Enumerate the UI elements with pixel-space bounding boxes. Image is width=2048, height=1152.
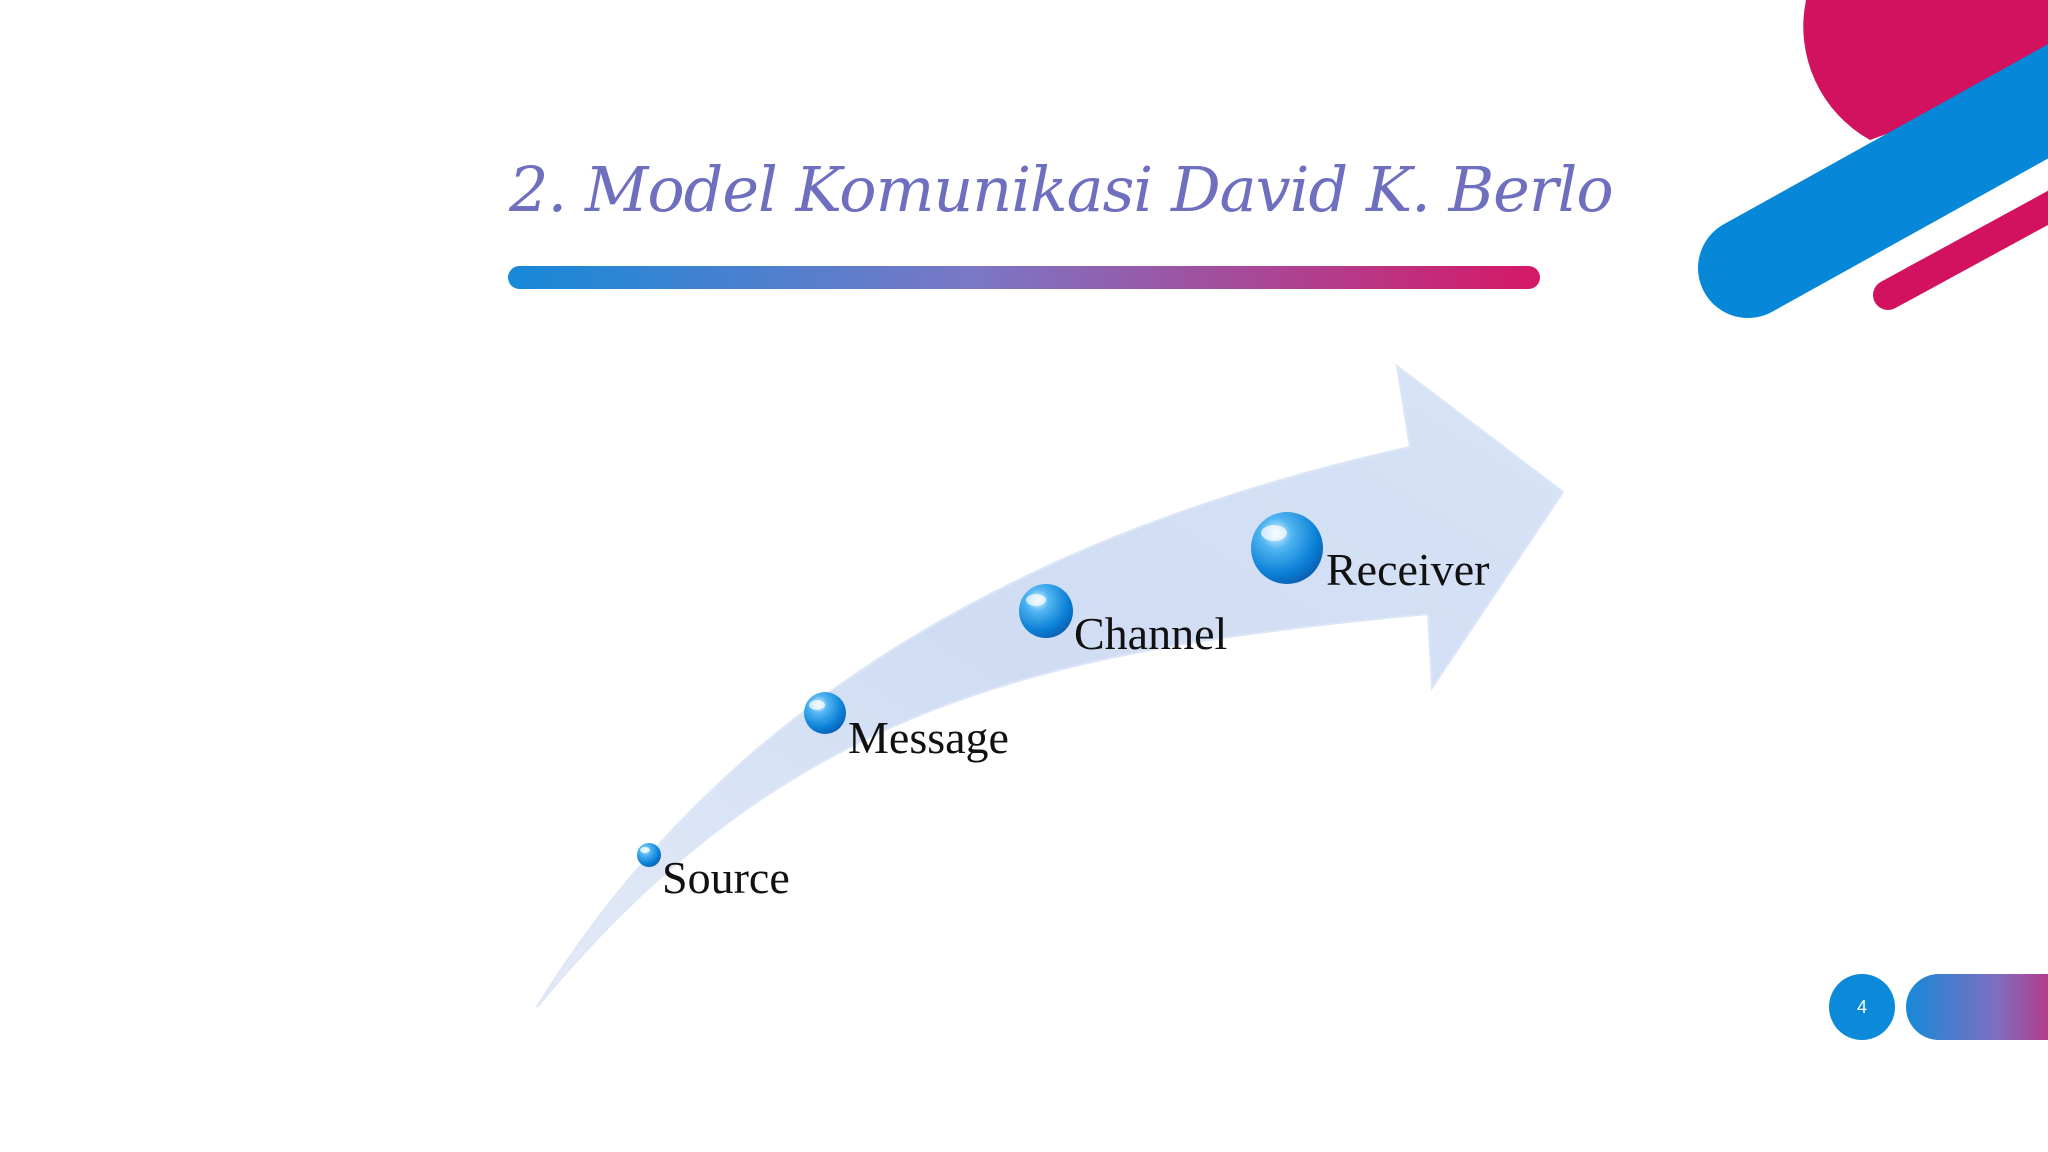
step-label-message: Message <box>848 712 1009 763</box>
step-label-source: Source <box>662 852 790 903</box>
blue-diagonal-bar-shape <box>1698 44 2048 318</box>
step-label-receiver: Receiver <box>1326 544 1490 595</box>
step-bubble-message <box>804 692 846 734</box>
step-bubble-source <box>637 843 661 867</box>
step-bubble-receiver <box>1251 512 1323 584</box>
title-underline <box>508 266 1540 289</box>
curved-arrow-shape <box>536 363 1565 1008</box>
step-bubble-channel <box>1019 584 1073 638</box>
page-number: 4 <box>1829 974 1895 1040</box>
footer-gradient-pill <box>1906 974 2048 1040</box>
step-label-channel: Channel <box>1074 608 1228 659</box>
magenta-diagonal-bar-shape <box>1873 190 2048 310</box>
corner-decoration <box>1698 0 2048 318</box>
slide-title: 2. Model Komunikasi David K. Berlo <box>509 153 1614 226</box>
magenta-semicircle-shape <box>1803 0 2048 140</box>
